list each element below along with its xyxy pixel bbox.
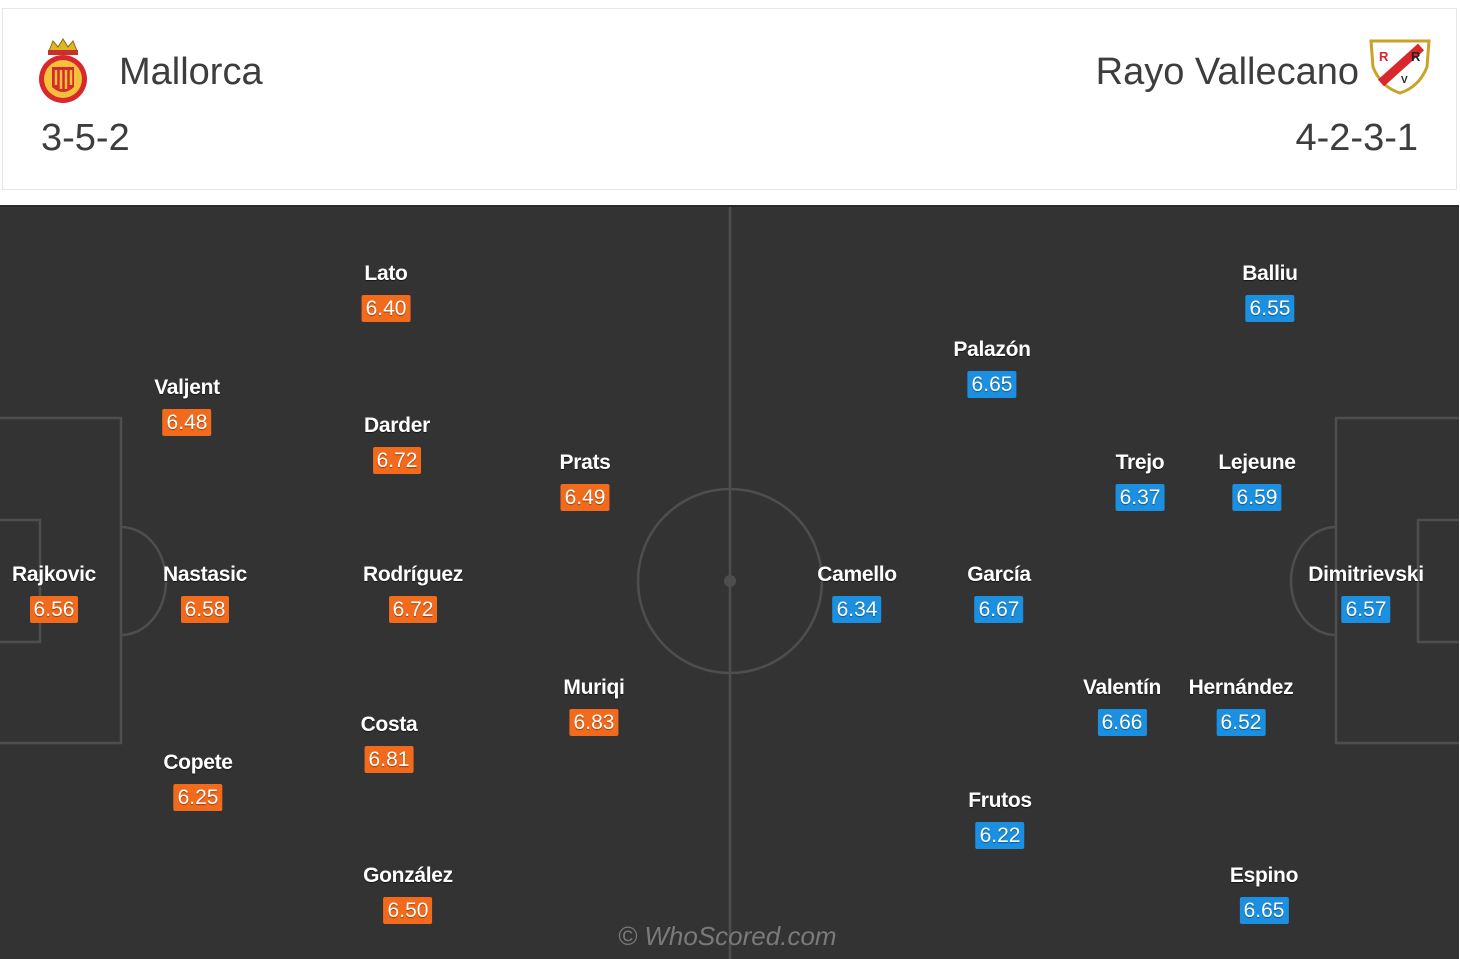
- player-rating-badge: 6.56: [29, 596, 79, 623]
- svg-text:V: V: [1401, 75, 1408, 86]
- player-rating-badge: 6.83: [569, 709, 619, 736]
- player-name: Nastasic: [163, 563, 247, 586]
- svg-text:R: R: [1411, 49, 1421, 64]
- player-rating-badge: 6.67: [974, 596, 1024, 623]
- player-name: Copete: [163, 751, 233, 774]
- away-player[interactable]: García 6.67: [967, 564, 1031, 623]
- home-player[interactable]: Muriqi 6.83: [563, 676, 625, 736]
- mallorca-crest-icon: [39, 38, 87, 103]
- player-rating-badge: 6.72: [372, 447, 422, 474]
- match-header: Mallorca 3-5-2 Rayo Vallecano 4-2-3-1 R …: [2, 8, 1457, 190]
- away-player[interactable]: Espino 6.65: [1230, 865, 1298, 924]
- player-rating-badge: 6.48: [162, 409, 212, 436]
- svg-text:R: R: [1379, 49, 1389, 64]
- home-player[interactable]: Rajkovic 6.56: [12, 564, 96, 623]
- away-player[interactable]: Balliu 6.55: [1242, 262, 1298, 322]
- away-player[interactable]: Dimitrievski 6.57: [1308, 563, 1424, 623]
- player-name: Valjent: [154, 376, 220, 399]
- player-rating-badge: 6.52: [1216, 709, 1266, 736]
- player-name: Trejo: [1115, 451, 1165, 474]
- player-rating-badge: 6.81: [364, 746, 414, 773]
- player-name: Prats: [559, 451, 611, 474]
- player-name: Rodríguez: [363, 563, 463, 586]
- home-player[interactable]: Darder 6.72: [364, 415, 430, 474]
- home-player[interactable]: Lato 6.40: [361, 262, 411, 322]
- home-team-name[interactable]: Mallorca: [119, 51, 263, 93]
- player-name: Balliu: [1242, 262, 1298, 285]
- player-name: García: [967, 563, 1031, 586]
- away-team-name[interactable]: Rayo Vallecano: [1095, 51, 1359, 93]
- player-name: Muriqi: [563, 676, 625, 699]
- player-rating-badge: 6.55: [1245, 295, 1295, 322]
- away-player[interactable]: Camello 6.34: [817, 564, 897, 623]
- away-player[interactable]: Hernández 6.52: [1189, 677, 1294, 736]
- player-name: González: [363, 864, 453, 887]
- player-name: Darder: [364, 414, 430, 437]
- away-player[interactable]: Valentín 6.66: [1083, 677, 1161, 736]
- player-rating-badge: 6.58: [180, 596, 230, 623]
- home-formation: 3-5-2: [41, 117, 130, 159]
- rayo-vallecano-crest-icon: R R V: [1369, 39, 1431, 95]
- watermark: © WhoScored.com: [618, 921, 837, 951]
- player-rating-badge: 6.57: [1341, 596, 1391, 623]
- player-rating-badge: 6.66: [1097, 709, 1147, 736]
- home-player[interactable]: Valjent 6.48: [154, 377, 220, 436]
- player-rating-badge: 6.65: [1239, 897, 1289, 924]
- player-name: Palazón: [953, 338, 1031, 361]
- player-rating-badge: 6.65: [967, 371, 1017, 398]
- player-name: Hernández: [1188, 676, 1294, 699]
- player-rating-badge: 6.22: [975, 822, 1025, 849]
- player-name: Camello: [817, 563, 897, 586]
- player-rating-badge: 6.49: [560, 484, 610, 511]
- player-name: Costa: [360, 713, 418, 736]
- away-formation: 4-2-3-1: [1295, 117, 1419, 159]
- home-player[interactable]: González 6.50: [363, 865, 453, 924]
- player-name: Lejeune: [1218, 451, 1296, 474]
- player-name: Dimitrievski: [1308, 563, 1424, 586]
- player-rating-badge: 6.40: [361, 295, 411, 322]
- player-name: Lato: [364, 262, 408, 285]
- player-rating-badge: 6.50: [383, 897, 433, 924]
- home-player[interactable]: Copete 6.25: [163, 751, 233, 811]
- player-name: Valentín: [1082, 676, 1162, 699]
- away-player[interactable]: Palazón 6.65: [953, 338, 1031, 398]
- away-player[interactable]: Trejo 6.37: [1115, 451, 1165, 511]
- home-player[interactable]: Nastasic 6.58: [163, 564, 247, 623]
- player-rating-badge: 6.37: [1115, 484, 1165, 511]
- home-player[interactable]: Rodríguez 6.72: [363, 564, 463, 623]
- pitch-markings: [0, 207, 1459, 959]
- player-rating-badge: 6.25: [173, 784, 223, 811]
- player-name: Frutos: [968, 789, 1032, 812]
- player-rating-badge: 6.34: [832, 596, 882, 623]
- player-rating-badge: 6.72: [388, 596, 438, 623]
- away-player[interactable]: Lejeune 6.59: [1218, 451, 1296, 511]
- player-name: Rajkovic: [12, 563, 96, 586]
- home-player[interactable]: Costa 6.81: [361, 714, 418, 773]
- player-rating-badge: 6.59: [1232, 484, 1282, 511]
- home-player[interactable]: Prats 6.49: [559, 451, 611, 511]
- player-name: Espino: [1229, 864, 1299, 887]
- away-player[interactable]: Frutos 6.22: [968, 790, 1032, 849]
